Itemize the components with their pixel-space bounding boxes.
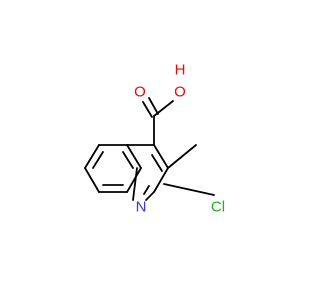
bond-c2-cl — [163, 183, 215, 196]
bond-c8a-c4a-inner — [122, 151, 134, 169]
bond-n1-c8a — [132, 167, 138, 201]
atom-oxygen-hydroxyl: O — [174, 84, 186, 101]
atom-chlorine: Cl — [211, 199, 225, 216]
atom-nitrogen: N — [136, 199, 147, 216]
bond-c4-c3 — [153, 144, 169, 169]
bond-c6-c7 — [84, 167, 100, 193]
bond-c3-methyl — [167, 144, 197, 169]
bond-carboxyl-o-double-1 — [142, 101, 153, 118]
bond-c3-c2 — [153, 167, 169, 193]
atom-oxygen-carbonyl: O — [134, 84, 146, 101]
bond-c2-n1-inner — [143, 185, 150, 195]
bond-c5-c6 — [84, 144, 100, 169]
atom-labels: N Cl O O H — [134, 62, 225, 216]
bonds — [84, 97, 215, 201]
bond-c2-n1 — [145, 191, 155, 201]
bond-c8a-c4a — [126, 144, 142, 169]
atom-hydrogen-hydroxyl: H — [175, 62, 186, 79]
bond-c5-c6-inner — [92, 151, 104, 169]
bond-c8-c8a — [126, 167, 142, 193]
bond-c4-c3-inner — [151, 154, 163, 172]
bond-carboxyl-oh — [153, 100, 174, 117]
bond-carboxyl-o-double-2 — [148, 97, 159, 115]
molecule-structure: N Cl O O H — [84, 62, 225, 216]
